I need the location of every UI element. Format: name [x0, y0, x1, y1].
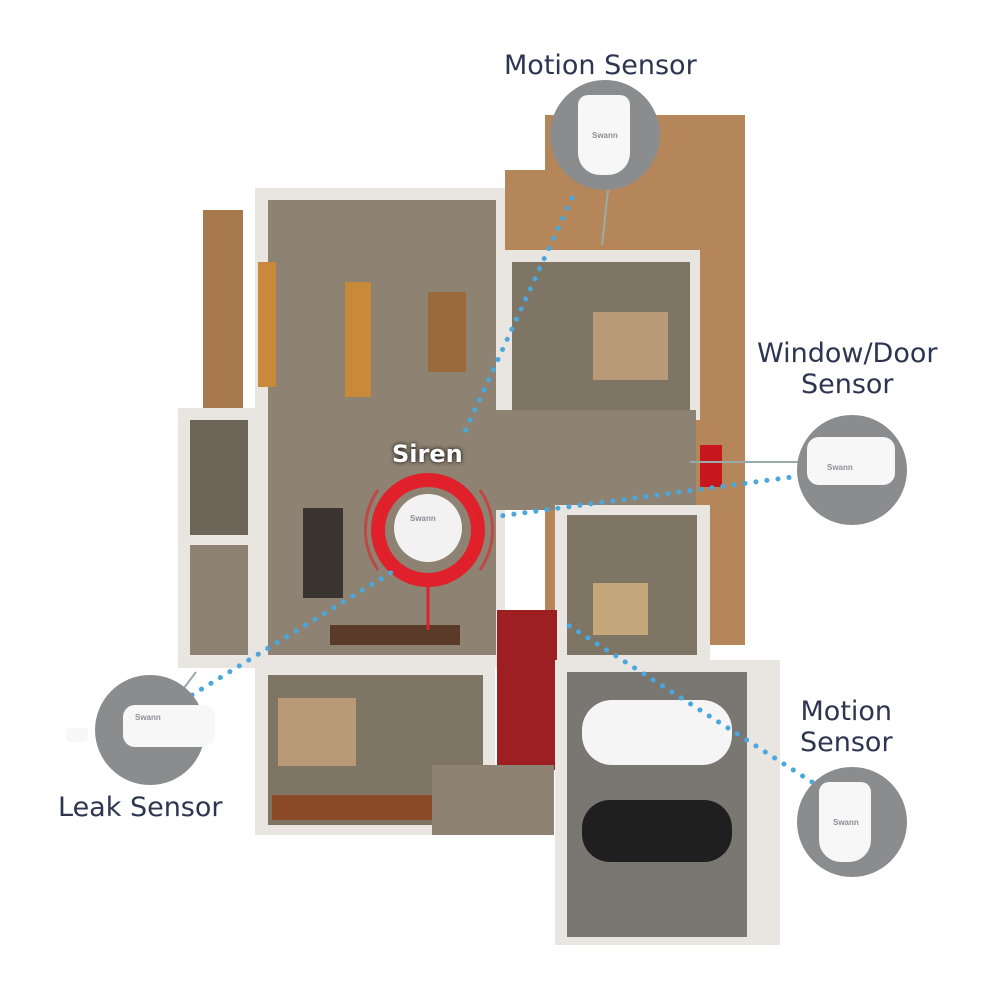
leak-probe-icon [66, 728, 88, 742]
leak-sensor-label: Leak Sensor [58, 792, 223, 823]
white-car [582, 700, 732, 765]
window-door-label-line2: Sensor [800, 369, 894, 400]
motion-sensor-bottom-brand-logo: Swann [833, 818, 859, 827]
motion-top-pointer [601, 189, 609, 246]
window-door-label-line1: Window/Door [757, 338, 938, 369]
siren-brand-logo: Swann [410, 514, 436, 523]
siren-waves [364, 489, 494, 571]
motion-bottom-label-line2: Sensor [800, 727, 893, 758]
kitchen-counter [258, 262, 276, 387]
bathroom-left-floor [190, 420, 248, 535]
bathroom-bottom [432, 765, 554, 835]
black-car [582, 800, 732, 862]
bed-top [593, 312, 668, 380]
motion-sensor-bottom-label: Motion Sensor [800, 696, 893, 758]
motion-sensor-top-circle: Swann [550, 80, 660, 190]
dresser [272, 795, 432, 820]
window-door-sensor-circle: Swann [797, 415, 907, 525]
window-door-sensor-label: Window/Door Sensor [757, 338, 937, 400]
door-sensor-icon: Swann [807, 437, 895, 485]
staircase [497, 610, 557, 770]
motion-sensor-icon: Swann [819, 782, 871, 862]
sofa [303, 508, 343, 598]
bed-right [593, 583, 648, 635]
deck-left [505, 170, 555, 250]
laundry-floor [190, 545, 248, 655]
balcony-left [203, 210, 243, 410]
leak-sensor-circle: Swann [95, 675, 215, 785]
door-sensor-brand-logo: Swann [827, 463, 853, 472]
motion-sensor-bottom-circle: Swann [797, 767, 907, 877]
motion-sensor-top-label: Motion Sensor [504, 50, 697, 81]
kitchen-island [345, 282, 371, 397]
doormat [700, 445, 722, 487]
hallway [496, 410, 696, 510]
motion-sensor-top-brand-logo: Swann [592, 131, 618, 140]
siren-device [394, 494, 462, 562]
motion-sensor-icon: Swann [578, 95, 630, 175]
dining-table [428, 292, 466, 372]
bed-bottom [278, 698, 356, 766]
kitchen-living-floor [268, 200, 496, 655]
siren-label: Siren [392, 440, 463, 468]
leak-sensor-icon: Swann [123, 705, 215, 747]
leak-sensor-brand-logo: Swann [135, 713, 161, 722]
connection-lines [189, 195, 815, 785]
connection-top-motion [459, 195, 575, 441]
motion-bottom-label-line1: Motion [800, 696, 893, 727]
tv-stand [330, 625, 460, 645]
